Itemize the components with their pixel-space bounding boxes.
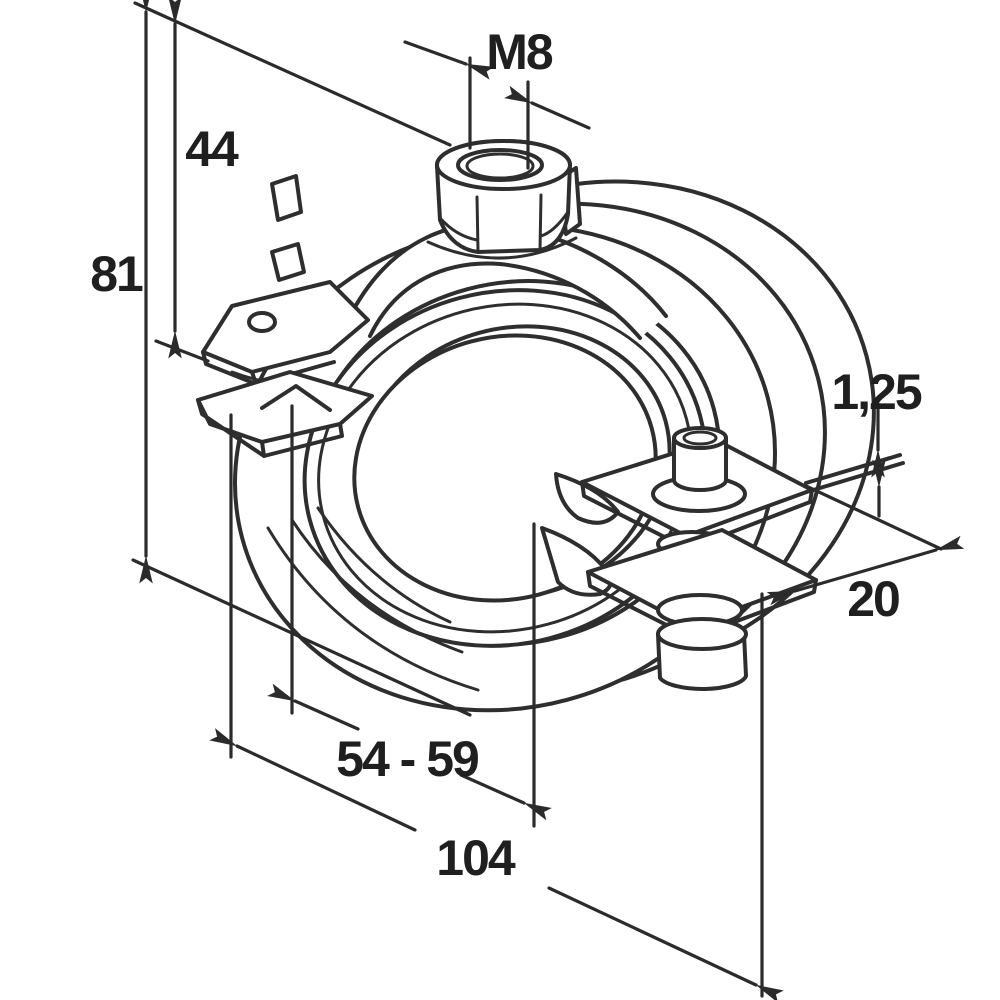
hex-nut-chamfer-arcs [438, 210, 570, 242]
nut-boss-arc [426, 236, 578, 260]
label-top-height: 44 [185, 121, 239, 177]
thread-hole-inner [465, 152, 535, 180]
bore-front-edge [352, 333, 658, 603]
dim-line-104-left-segment [209, 728, 417, 832]
rubber-inlay [266, 279, 722, 692]
label-total-height: 81 [90, 246, 143, 302]
label-band-thickness: 1,25 [831, 364, 922, 420]
ext-line-44-bottom [154, 339, 210, 363]
dim-line-54-59-right-segment [459, 773, 552, 821]
dim-line-104-right-segment [547, 886, 784, 1000]
rubber-rib-arc-3 [316, 506, 452, 624]
band-edge-strip-bottom [808, 461, 905, 493]
rubber-rib-arc-2 [290, 518, 464, 654]
ext-line-81-bottom [131, 558, 472, 717]
thread-hole-outer [456, 148, 544, 182]
hex-nut [434, 138, 572, 254]
hinge-rivet [247, 311, 277, 333]
lock-tab-lower [270, 242, 306, 282]
screw-body [672, 436, 728, 492]
hinge-flanges-left [196, 280, 374, 458]
screw-head-inner [682, 430, 718, 446]
hinge-lower-plate-thickness [196, 398, 344, 458]
rubber-rib-arc-1 [266, 526, 480, 692]
leader-m8-right [504, 85, 591, 130]
leader-m8-left [403, 40, 495, 80]
dim-line-54-59-left-segment [267, 683, 360, 731]
label-overall-width: 104 [436, 830, 516, 886]
closure-right [580, 426, 818, 691]
label-band-width: 20 [847, 571, 899, 627]
label-thread-size: M8 [486, 24, 553, 80]
lower-nut-top [656, 617, 748, 651]
dimension-annotations: M8 44 81 1,25 20 54 - 59 104 [90, 0, 965, 1000]
lock-tab-upper [270, 174, 303, 222]
ext-line-nut-top [133, 1, 452, 147]
hex-nut-facet-edges [475, 193, 543, 253]
hinge-claw-notch [260, 384, 332, 412]
dim-line-20 [766, 535, 965, 606]
clamp-illustration [196, 138, 905, 713]
dome-inner-edge [368, 261, 642, 340]
label-clamping-range: 54 - 59 [336, 731, 478, 787]
